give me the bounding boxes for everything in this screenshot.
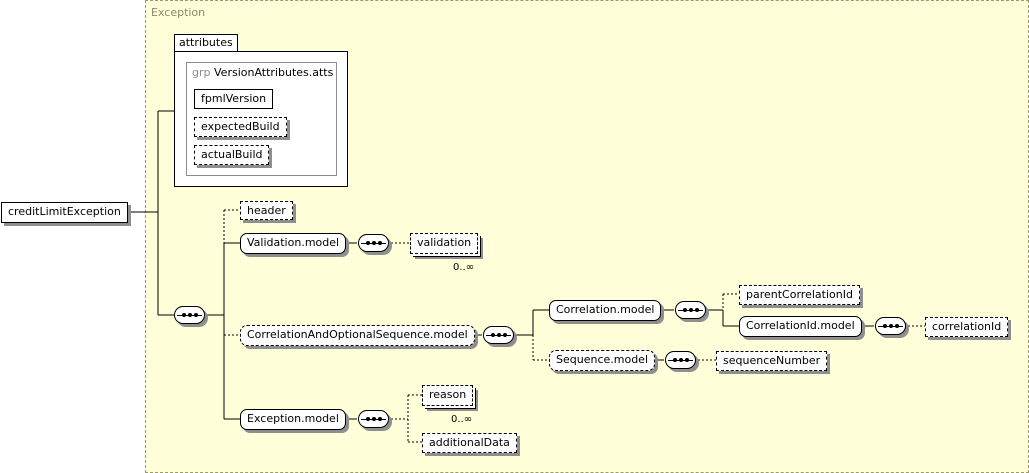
sequence-model-group[interactable]: Sequence.model: [549, 350, 656, 371]
sequence-model-label: Sequence.model: [556, 353, 649, 366]
exception-model-label: Exception.model: [247, 412, 339, 425]
correlation-id-element[interactable]: correlationId: [925, 317, 1009, 337]
frame-label: Exception: [151, 6, 206, 19]
root-label: creditLimitException: [8, 205, 121, 218]
reason-occurrence: 0..∞: [451, 414, 473, 425]
correlation-model-group[interactable]: Correlation.model: [549, 300, 662, 321]
attributes-tab-label: attributes: [179, 36, 233, 49]
sequence-number-element[interactable]: sequenceNumber: [716, 351, 828, 371]
exception-model-group[interactable]: Exception.model: [240, 409, 346, 430]
correlation-and-optional-sequence-model-group[interactable]: CorrelationAndOptionalSequence.model: [240, 325, 475, 346]
correlation-id-model-label: CorrelationId.model: [746, 319, 855, 332]
correlation-id-model-group[interactable]: CorrelationId.model: [739, 316, 862, 337]
main-sequence-compositor[interactable]: [174, 306, 205, 324]
parent-correlation-id-label: parentCorrelationId: [746, 288, 853, 301]
group-keyword: grp: [192, 66, 211, 79]
header-element[interactable]: header: [240, 201, 293, 220]
sequence-number-label: sequenceNumber: [723, 354, 821, 367]
expected-build-label: expectedBuild: [201, 120, 280, 133]
group-name: VersionAttributes.atts: [214, 66, 334, 79]
group-label: grp VersionAttributes.atts: [192, 66, 333, 79]
correlation-sequence-compositor[interactable]: [675, 301, 706, 319]
expected-build-attribute[interactable]: expectedBuild: [194, 117, 287, 137]
correlation-model-label: Correlation.model: [556, 303, 655, 316]
correlation-id-label: correlationId: [932, 320, 1002, 333]
actual-build-attribute[interactable]: actualBuild: [194, 145, 270, 165]
correlation-and-optional-sequence-compositor[interactable]: [483, 326, 514, 344]
reason-label: reason: [429, 388, 467, 401]
header-label: header: [247, 204, 286, 217]
reason-element[interactable]: reason: [422, 385, 474, 406]
fpml-version-label: fpmlVersion: [201, 92, 267, 105]
fpml-version-attribute[interactable]: fpmlVersion: [194, 89, 274, 109]
parent-correlation-id-element[interactable]: parentCorrelationId: [739, 285, 860, 305]
validation-sequence-compositor[interactable]: [358, 234, 389, 252]
validation-model-group[interactable]: Validation.model: [240, 233, 347, 254]
validation-model-label: Validation.model: [247, 236, 340, 249]
sequence-sequence-compositor[interactable]: [665, 351, 696, 369]
validation-occurrence: 0..∞: [453, 262, 475, 273]
validation-element[interactable]: validation: [410, 233, 479, 254]
additional-data-element[interactable]: additionalData: [422, 433, 517, 453]
validation-label: validation: [417, 236, 472, 249]
exception-sequence-compositor[interactable]: [358, 410, 389, 428]
correlation-and-optional-sequence-model-label: CorrelationAndOptionalSequence.model: [247, 328, 468, 341]
attributes-tab: attributes: [174, 34, 238, 52]
correlation-id-sequence-compositor[interactable]: [875, 317, 906, 335]
additional-data-label: additionalData: [429, 436, 510, 449]
actual-build-label: actualBuild: [201, 148, 263, 161]
credit-limit-exception-element[interactable]: creditLimitException: [1, 202, 128, 223]
